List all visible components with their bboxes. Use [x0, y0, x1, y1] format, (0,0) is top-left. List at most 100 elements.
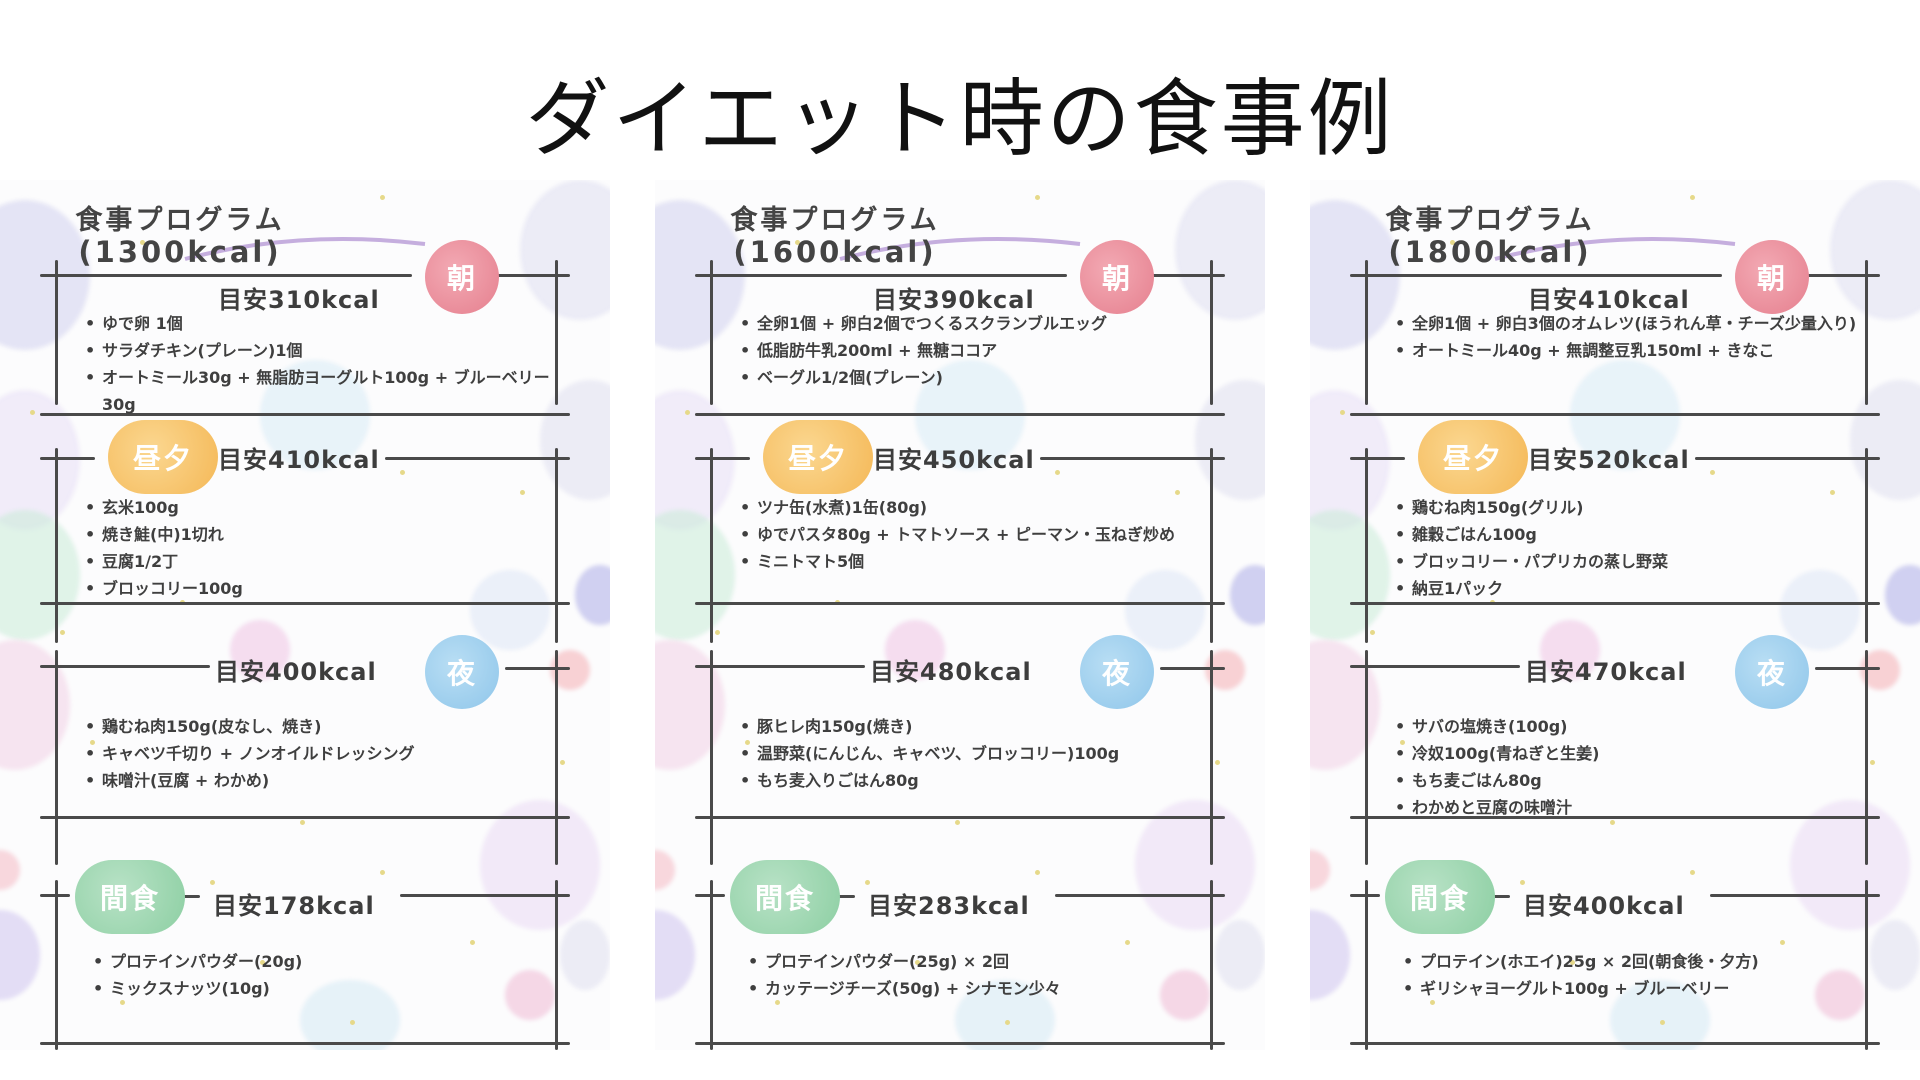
frame-line — [40, 816, 570, 819]
frame-line — [710, 650, 713, 865]
sparkle-dot — [1690, 870, 1695, 875]
sparkle-dot — [140, 240, 145, 245]
sparkle-dot — [1520, 880, 1525, 885]
watercolor-blob — [1830, 180, 1920, 320]
watercolor-blob — [885, 620, 945, 680]
list-item: キャベツ千切り + ノンオイルドレッシング — [82, 740, 552, 767]
sparkle-dot — [1175, 490, 1180, 495]
list-item: 鶏むね肉150g(グリル) — [1392, 494, 1862, 521]
sparkle-dot — [795, 240, 800, 245]
watercolor-blob — [1215, 920, 1265, 990]
frame-line — [1480, 895, 1510, 898]
list-item: 焼き鮭(中)1切れ — [82, 521, 552, 548]
list-item: 豆腐1/2丁 — [82, 548, 552, 575]
frame-line — [555, 880, 558, 1050]
list-item: オートミール30g + 無脂肪ヨーグルト100g + ブルーベリー30g — [82, 364, 552, 418]
frame-line — [55, 880, 58, 1050]
frame-line — [40, 274, 412, 277]
list-item: 納豆1パック — [1392, 575, 1862, 602]
list-item: ブロッコリー・パプリカの蒸し野菜 — [1392, 548, 1862, 575]
dinner-kcal-label: 目安480kcal — [870, 658, 1032, 686]
watercolor-blob — [1310, 510, 1390, 640]
dinner-kcal-label: 目安400kcal — [215, 658, 377, 686]
page-title: ダイエット時の食事例 — [525, 70, 1395, 168]
frame-line — [1365, 448, 1368, 643]
sparkle-dot — [865, 880, 870, 885]
sparkle-dot — [350, 1020, 355, 1025]
snack-item-list: プロテイン(ホエイ)25g × 2回(朝食後・夕方)ギリシャヨーグルト100g … — [1400, 948, 1860, 1002]
frame-line — [55, 260, 58, 405]
program-kcal: (1800kcal) — [1388, 235, 1592, 269]
frame-line — [695, 665, 865, 668]
frame-line — [1865, 880, 1868, 1050]
watercolor-blob — [1135, 800, 1255, 930]
lunch-item-list: 鶏むね肉150g(グリル)雑穀ごはん100gブロッコリー・パプリカの蒸し野菜納豆… — [1392, 494, 1862, 602]
watercolor-blob — [1195, 380, 1265, 500]
sparkle-dot — [1870, 760, 1875, 765]
frame-line — [555, 650, 558, 865]
frame-line — [710, 260, 713, 405]
frame-line — [695, 1042, 1225, 1045]
frame-line — [400, 894, 570, 897]
sparkle-dot — [1035, 195, 1040, 200]
sparkle-dot — [685, 410, 690, 415]
snack-badge: 間食 — [75, 860, 185, 934]
sparkle-dot — [300, 820, 305, 825]
watercolor-blob — [560, 920, 610, 990]
frame-line — [1800, 274, 1880, 277]
list-item: ツナ缶(水煮)1缶(80g) — [737, 494, 1207, 521]
snack-item-list: プロテインパウダー(25g) × 2回カッテージチーズ(50g) + シナモン少… — [745, 948, 1205, 1002]
sparkle-dot — [955, 820, 960, 825]
watercolor-blob — [1310, 850, 1330, 890]
frame-line — [40, 665, 210, 668]
sparkle-dot — [400, 470, 405, 475]
frame-line — [1350, 274, 1722, 277]
frame-line — [1210, 650, 1213, 865]
frame-line — [555, 260, 558, 405]
purple-swash-decoration — [184, 237, 426, 261]
program-label: 食事プログラム — [1385, 205, 1595, 236]
sparkle-dot — [560, 760, 565, 765]
sparkle-dot — [1005, 1020, 1010, 1025]
sparkle-dot — [1340, 410, 1345, 415]
frame-line — [1815, 667, 1880, 670]
watercolor-blob — [1310, 390, 1390, 530]
list-item: プロテインパウダー(20g) — [90, 948, 550, 975]
list-item: カッテージチーズ(50g) + シナモン少々 — [745, 975, 1205, 1002]
list-item: もち麦入りごはん80g — [737, 767, 1207, 794]
watercolor-blob — [655, 510, 735, 640]
frame-line — [40, 457, 95, 460]
dinner-item-list: サバの塩焼き(100g)冷奴100g(青ねぎと生姜)もち麦ごはん80gわかめと豆… — [1392, 713, 1862, 821]
sparkle-dot — [1055, 470, 1060, 475]
sparkle-dot — [120, 1000, 125, 1005]
frame-line — [385, 457, 570, 460]
frame-line — [1865, 448, 1868, 643]
purple-swash-decoration — [1494, 237, 1736, 261]
sparkle-dot — [210, 880, 215, 885]
list-item: ゆで卵 1個 — [82, 310, 552, 337]
sparkle-dot — [1690, 195, 1695, 200]
frame-line — [490, 274, 570, 277]
list-item: プロテインパウダー(25g) × 2回 — [745, 948, 1205, 975]
lunch-dinner-badge: 昼夕 — [108, 420, 218, 494]
dinner-kcal-label: 目安470kcal — [1525, 658, 1687, 686]
frame-line — [1710, 894, 1880, 897]
lunch-dinner-badge: 昼夕 — [763, 420, 873, 494]
watercolor-blob — [1230, 565, 1265, 625]
lunch-kcal-label: 目安450kcal — [873, 446, 1035, 474]
watercolor-blob — [1885, 565, 1920, 625]
program-label: 食事プログラム — [730, 205, 940, 236]
frame-line — [555, 448, 558, 643]
frame-line — [1350, 413, 1880, 416]
watercolor-blob — [1175, 180, 1265, 320]
dinner-item-list: 鶏むね肉150g(皮なし、焼き)キャベツ千切り + ノンオイルドレッシング味噌汁… — [82, 713, 552, 794]
breakfast-item-list: ゆで卵 1個サラダチキン(プレーン)1個オートミール30g + 無脂肪ヨーグルト… — [82, 310, 552, 418]
list-item: ギリシャヨーグルト100g + ブルーベリー — [1400, 975, 1860, 1002]
frame-line — [1350, 665, 1520, 668]
watercolor-blob — [230, 620, 290, 680]
dinner-badge: 夜 — [425, 635, 499, 709]
sparkle-dot — [1450, 240, 1455, 245]
frame-line — [825, 895, 855, 898]
